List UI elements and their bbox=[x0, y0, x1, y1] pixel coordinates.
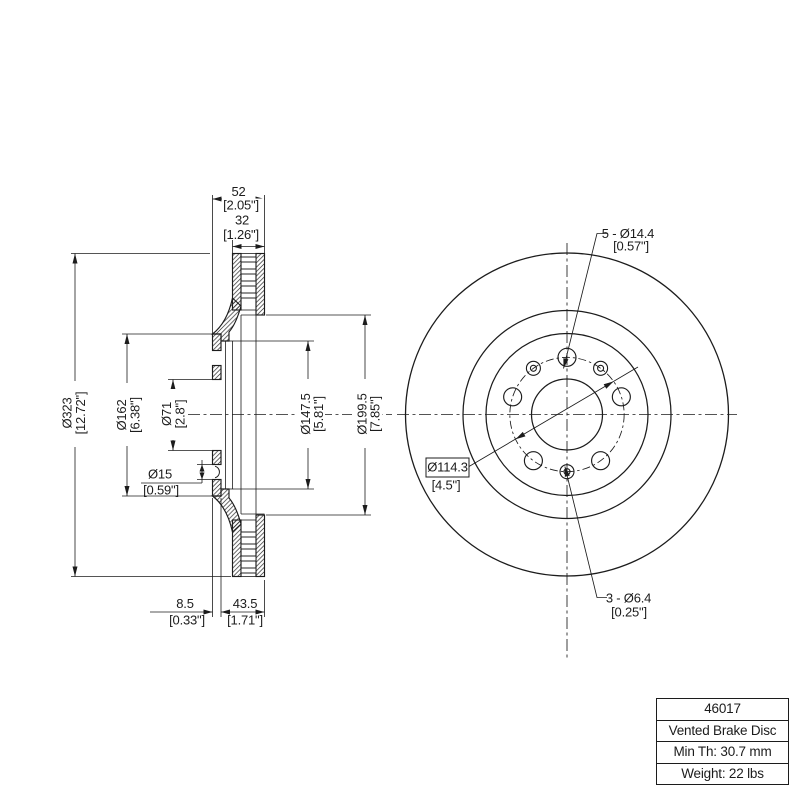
title-block-weight: Weight: 22 lbs bbox=[657, 762, 788, 785]
front-annotations: 5 - Ø14.4 [0.57"] Ø114.3 [4.5"] 3 - Ø6.4… bbox=[425, 226, 654, 620]
lug-holes-inch: [0.57"] bbox=[613, 239, 649, 254]
front-view bbox=[397, 243, 737, 658]
dim-width-total-value: 52 bbox=[231, 184, 245, 199]
dim-width-disc-inch: [1.26"] bbox=[223, 227, 259, 242]
dim-offset-inch: [1.71"] bbox=[227, 613, 263, 628]
annotation-arrowheads bbox=[515, 358, 614, 477]
lug-holes-value: 5 - Ø14.4 bbox=[602, 226, 654, 241]
dim-hat-depth-inch: [0.33"] bbox=[169, 613, 205, 628]
dim-width-disc-value: 32 bbox=[235, 213, 249, 228]
lug-holes bbox=[503, 347, 631, 471]
dim-hat-depth-value: 8.5 bbox=[176, 596, 193, 611]
dim-friction-id-value: Ø199.5 bbox=[355, 393, 370, 434]
dim-drum-inch: [5.81"] bbox=[311, 396, 326, 432]
dim-hole-inch: [0.59"] bbox=[143, 483, 179, 498]
set-screw-inch: [0.25"] bbox=[611, 605, 647, 620]
dim-hat-value: Ø162 bbox=[114, 399, 129, 430]
set-screw-value: 3 - Ø6.4 bbox=[606, 591, 651, 606]
bolt-circle-inch: [4.5"] bbox=[432, 478, 461, 493]
dim-od-inch: [12.72"] bbox=[73, 392, 88, 435]
section-hatched-solids bbox=[210, 252, 266, 578]
title-block: 46017 Vented Brake Disc Min Th: 30.7 mm … bbox=[656, 698, 789, 785]
set-screw-holes bbox=[525, 360, 609, 480]
dim-drum-value: Ø147.5 bbox=[298, 393, 313, 434]
section-vent-vanes bbox=[240, 256, 257, 574]
dim-od-value: Ø323 bbox=[60, 397, 75, 428]
title-block-min-thickness: Min Th: 30.7 mm bbox=[657, 741, 788, 763]
dim-width-total-inch: [2.05"] bbox=[223, 198, 259, 213]
dim-bore-value: Ø71 bbox=[159, 402, 174, 426]
section-dimensions: 52 [2.05"] 32 [1.26"] Ø323 [12.72"] Ø162… bbox=[57, 184, 383, 628]
title-block-part-number: 46017 bbox=[704, 701, 741, 716]
dim-hat-inch: [6.38"] bbox=[128, 397, 143, 433]
dim-offset-value: 43.5 bbox=[233, 596, 258, 611]
section-view bbox=[188, 252, 392, 578]
bolt-circle-value: Ø114.3 bbox=[427, 460, 467, 475]
dim-bore-inch: [2.8"] bbox=[173, 400, 188, 429]
section-lug-hole-notch bbox=[214, 465, 220, 479]
dim-hole-value: Ø15 bbox=[148, 467, 172, 482]
dim-friction-id-inch: [7.85"] bbox=[368, 396, 383, 432]
bolt-circle-dim-box bbox=[425, 457, 470, 478]
title-block-description: Vented Brake Disc bbox=[657, 719, 788, 742]
